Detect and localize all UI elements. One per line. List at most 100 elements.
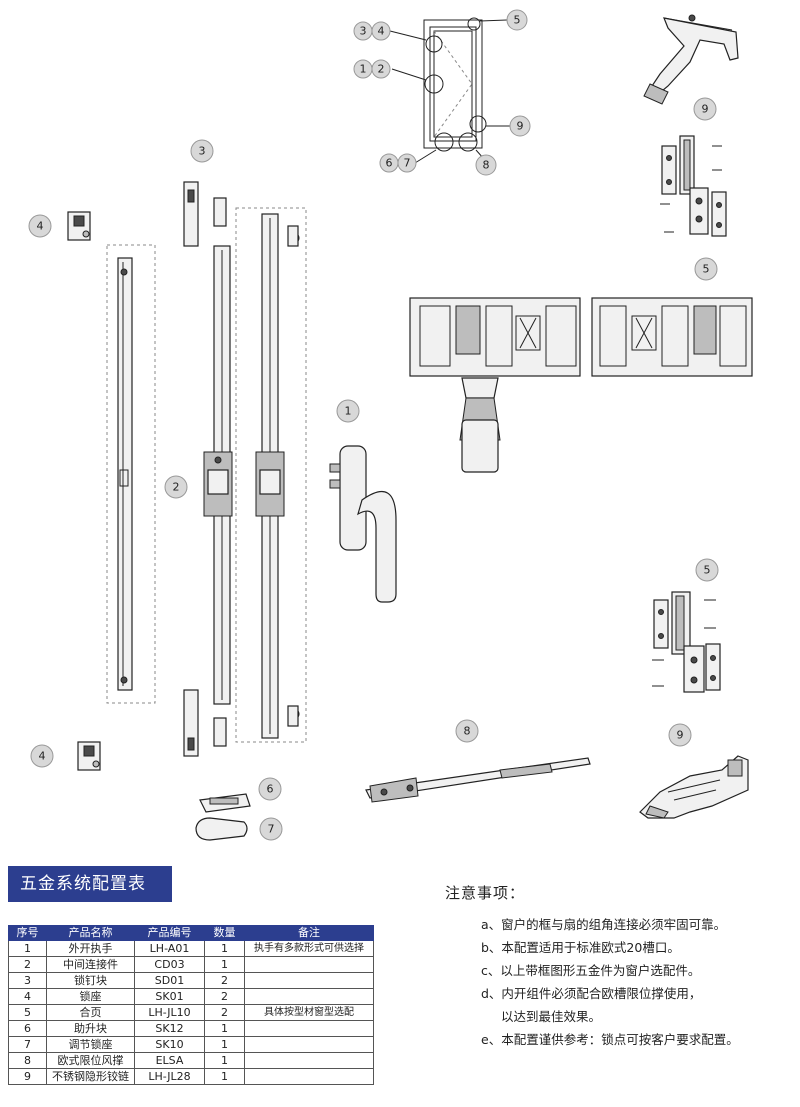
table-cell: SK01 <box>134 988 205 1005</box>
callout-label: 5 <box>703 263 710 276</box>
callout-label: 3 <box>360 25 367 38</box>
table-cell: 助升块 <box>46 1020 135 1037</box>
callout-bottom-hinge: 9 <box>668 723 692 747</box>
table-cell: LH-JL28 <box>134 1068 205 1085</box>
table-cell: 锁钉块 <box>46 972 135 989</box>
callout-label: 8 <box>483 159 490 172</box>
table-cell: 调节锁座 <box>46 1036 135 1053</box>
header-cell: 产品编号 <box>134 925 205 941</box>
table-cell: 合页 <box>46 1004 135 1021</box>
table-row: 1 外开执手 LH-A01 1 执手有多款形式可供选择 <box>8 940 374 957</box>
table-cell: SD01 <box>134 972 205 989</box>
table-cell: 8 <box>8 1052 47 1069</box>
adjust-keeper-drawing <box>195 817 248 841</box>
callout-label: 4 <box>39 750 46 763</box>
table-cell <box>244 1068 374 1085</box>
table-cell <box>244 956 374 973</box>
table-cell: 2 <box>204 1004 245 1021</box>
table-cell: 1 <box>204 1052 245 1069</box>
callout-label: 9 <box>677 729 684 742</box>
table-cell: 外开执手 <box>46 940 135 957</box>
table-cell: 2 <box>204 988 245 1005</box>
table-cell: SK10 <box>134 1036 205 1053</box>
table-cell: 具体按型材窗型选配 <box>244 1004 374 1021</box>
table-cell: 欧式限位风撑 <box>46 1052 135 1069</box>
callout-profile-section: 5 <box>694 257 718 281</box>
callout-restrictor: 8 <box>455 719 479 743</box>
callout-label: 4 <box>378 25 385 38</box>
table-cell: 9 <box>8 1068 47 1085</box>
table-cell: SK12 <box>134 1020 205 1037</box>
table-cell: 5 <box>8 1004 47 1021</box>
table-cell: 1 <box>204 956 245 973</box>
hinge-set-top-drawing <box>660 135 727 237</box>
callout-small-frame-8: 8 <box>475 154 497 176</box>
note-item: c、以上带框图形五金件为窗户选配件。 <box>481 963 701 978</box>
header-cell: 备注 <box>244 925 374 941</box>
callout-label: 6 <box>386 157 393 170</box>
hardware-diagram: 3 4 5 1 2 9 6 7 8 9 5 3 4 2 1 5 4 6 7 8 … <box>28 9 753 841</box>
profile-section-drawing <box>409 297 753 473</box>
callout-espag-main: 2 <box>164 475 188 499</box>
callout-label: 3 <box>199 145 206 158</box>
callout-label: 5 <box>704 564 711 577</box>
table-cell: 1 <box>204 1036 245 1053</box>
table-cell: LH-JL10 <box>134 1004 205 1021</box>
table-row: 5 合页 LH-JL10 2 具体按型材窗型选配 <box>8 1004 374 1021</box>
keeper-bottom-drawing <box>77 741 101 771</box>
note-item: a、窗户的框与扇的组角连接必须牢固可靠。 <box>481 917 727 932</box>
note-item: d、内开组件必须配合欧槽限位撑使用， <box>481 986 702 1001</box>
callout-small-frame-4: 4 <box>371 21 391 41</box>
callout-label: 9 <box>702 103 709 116</box>
notes-section: 注意事项： a、窗户的框与扇的组角连接必须牢固可靠。 b、本配置适用于标准欧式2… <box>445 882 795 1051</box>
table-cell: ELSA <box>134 1052 205 1069</box>
table-row: 6 助升块 SK12 1 <box>8 1020 374 1037</box>
header-cell: 数量 <box>204 925 245 941</box>
handle-drawing <box>329 445 397 603</box>
callout-hinge-set-mid: 5 <box>695 558 719 582</box>
callout-espag-rod: 3 <box>190 139 214 163</box>
table-cell: 中间连接件 <box>46 956 135 973</box>
table-cell: 2 <box>8 956 47 973</box>
table-cell: 1 <box>204 1068 245 1085</box>
callout-small-frame-6: 6 <box>379 153 399 173</box>
table-title: 五金系统配置表 <box>8 866 172 902</box>
table-cell: LH-A01 <box>134 940 205 957</box>
callout-small-frame-7: 7 <box>397 153 417 173</box>
restrictor-drawing <box>365 757 591 803</box>
callout-keeper-top: 4 <box>28 214 52 238</box>
table-row: 9 不锈钢隐形铰链 LH-JL28 1 <box>8 1068 374 1085</box>
table-row: 3 锁钉块 SD01 2 <box>8 972 374 989</box>
keeper-top-drawing <box>67 211 91 241</box>
table-cell: 锁座 <box>46 988 135 1005</box>
table-row: 7 调节锁座 SK10 1 <box>8 1036 374 1053</box>
bottom-hinge-drawing <box>639 755 749 819</box>
hinge-set-mid-drawing <box>652 591 721 693</box>
callout-label: 1 <box>360 63 367 76</box>
callout-small-frame-3: 3 <box>353 21 373 41</box>
callout-small-frame-1: 1 <box>353 59 373 79</box>
callout-handle: 1 <box>336 399 360 423</box>
table-cell: 执手有多款形式可供选择 <box>244 940 374 957</box>
table-cell <box>244 1052 374 1069</box>
table-cell: 4 <box>8 988 47 1005</box>
table-cell <box>244 1020 374 1037</box>
table-cell: 1 <box>204 1020 245 1037</box>
callout-label: 6 <box>267 783 274 796</box>
callout-label: 7 <box>404 157 411 170</box>
note-item-continuation: 以达到最佳效果。 <box>501 1009 602 1024</box>
window-frame-schematic <box>389 17 510 164</box>
table-row: 4 锁座 SK01 2 <box>8 988 374 1005</box>
callout-label: 9 <box>517 120 524 133</box>
table-cell: CD03 <box>134 956 205 973</box>
table-cell: 1 <box>204 940 245 957</box>
callout-lift-block: 6 <box>258 777 282 801</box>
callout-label: 2 <box>173 481 180 494</box>
callout-label: 1 <box>345 405 352 418</box>
callout-keeper-bottom: 4 <box>30 744 54 768</box>
table-cell: 6 <box>8 1020 47 1037</box>
callout-label: 8 <box>464 725 471 738</box>
table-cell <box>244 972 374 989</box>
callout-small-frame-9: 9 <box>509 115 531 137</box>
top-right-hinge-drawing <box>643 14 739 105</box>
